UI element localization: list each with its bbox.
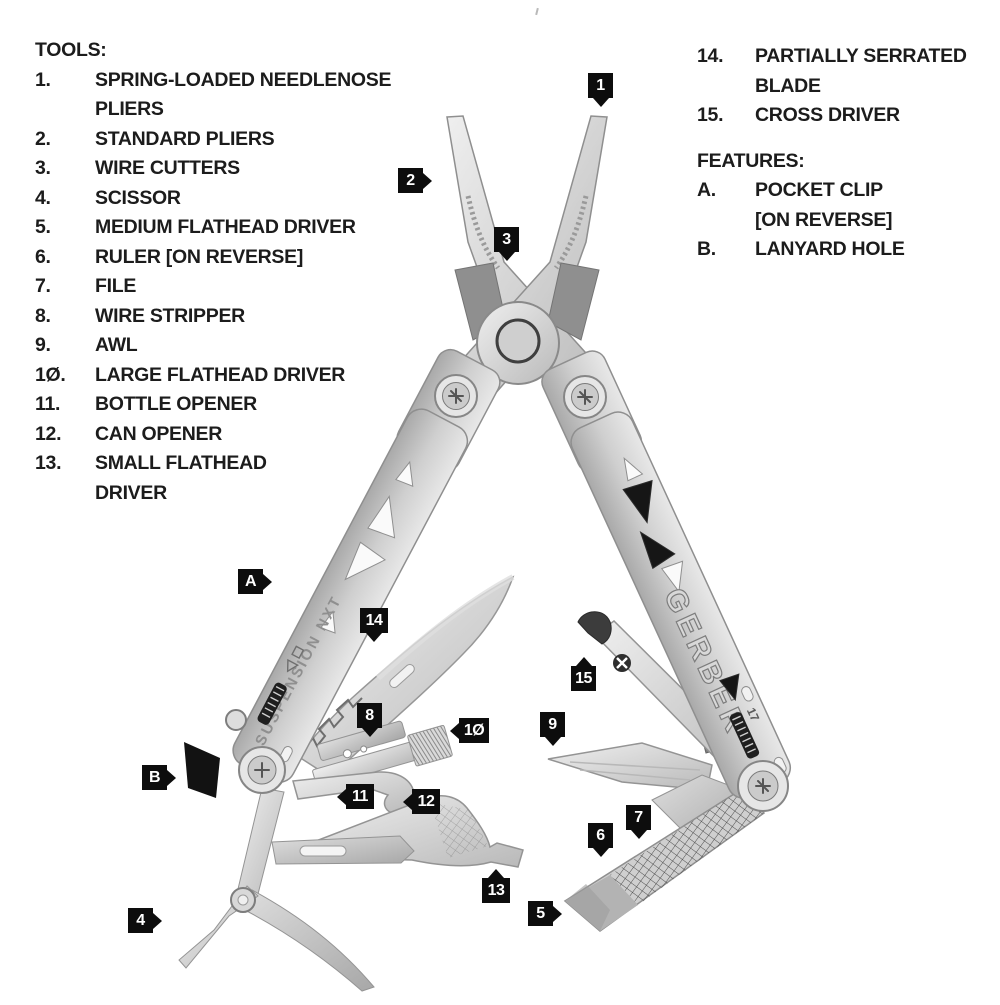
callout-10: 1Ø [459, 718, 489, 743]
callout-1: 1 [588, 73, 613, 98]
callout-12: 12 [412, 789, 440, 814]
callout-6: 6 [588, 823, 613, 848]
list-item: B.LANYARD HOLE [697, 238, 905, 260]
list-item: 15.CROSS DRIVER [697, 104, 900, 126]
list-item: 9.AWL [35, 334, 138, 356]
callout-A: A [238, 569, 263, 594]
list-item: 3.WIRE CUTTERS [35, 157, 240, 179]
callout-15: 15 [571, 666, 596, 691]
callout-11: 11 [346, 784, 374, 809]
list-item: 2.STANDARD PLIERS [35, 127, 275, 150]
callout-B: B [142, 765, 167, 790]
list-item: 11.BOTTLE OPENER [35, 393, 257, 415]
list-item: 5.MEDIUM FLATHEAD DRIVER [35, 216, 356, 238]
callout-5: 5 [528, 901, 553, 926]
small-flathead-driver [271, 835, 415, 865]
wire-stripper [316, 720, 406, 761]
list-item: 1Ø.LARGE FLATHEAD DRIVER [35, 363, 346, 386]
tools-list-heading: TOOLS: [35, 39, 107, 61]
knife-blade [297, 574, 515, 778]
list-item: 6.RULER [ON REVERSE] [35, 245, 304, 268]
callout-13: 13 [482, 878, 510, 903]
callout-9: 9 [540, 712, 565, 737]
ruler-mark: 17 [744, 706, 762, 724]
callout-3: 3 [494, 227, 519, 252]
callout-14: 14 [360, 608, 388, 633]
lanyard-hole [184, 742, 220, 798]
callout-4: 4 [128, 908, 153, 933]
callout-8: 8 [357, 703, 382, 728]
list-item: A.POCKET CLIP[ON REVERSE] [697, 179, 893, 231]
list-item: 4.SCISSOR [35, 186, 181, 209]
callout-2: 2 [398, 168, 423, 193]
callout-7: 7 [626, 805, 651, 830]
pivot-screws [225, 374, 789, 812]
features-heading: FEATURES: [697, 149, 805, 172]
list-item: 7.FILE [35, 275, 137, 297]
list-item: 12.CAN OPENER [35, 422, 223, 445]
list-item: 8.WIRE STRIPPER [35, 304, 245, 327]
scissors [178, 787, 375, 992]
file-medium-flathead [563, 774, 766, 932]
